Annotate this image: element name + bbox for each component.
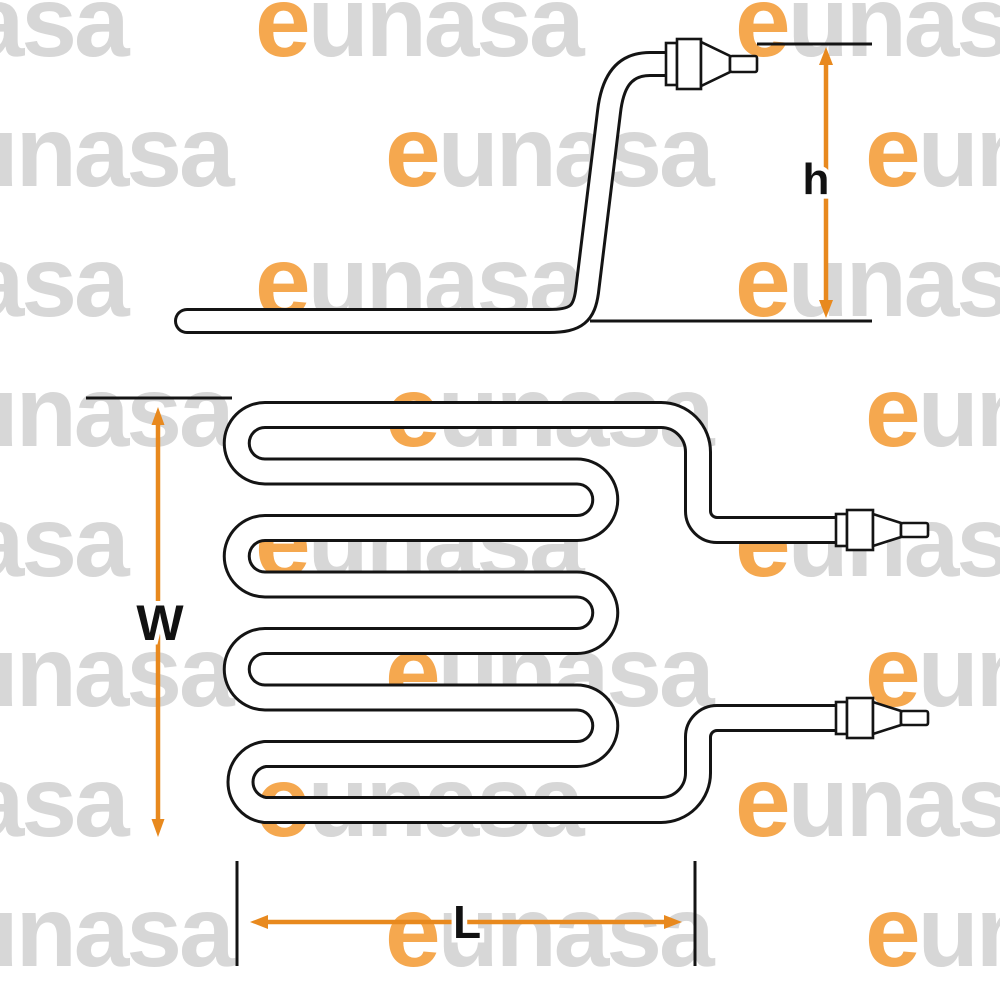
l-label: L	[453, 896, 481, 948]
dimension-h: h	[590, 42, 872, 323]
watermark-text: eunasa	[0, 0, 130, 78]
watermark-text: eunasa	[0, 96, 235, 208]
h-arrowhead-up	[819, 47, 833, 65]
side-tube-fill	[177, 54, 688, 331]
terminal-pin	[899, 521, 930, 539]
watermark-text: eunasa	[255, 0, 585, 78]
watermark-text: eunasa	[0, 226, 130, 338]
w-arrowhead-down	[151, 819, 165, 837]
w-label: W	[136, 595, 184, 651]
l-arrowhead-right	[664, 915, 682, 929]
watermark-text: eunasa	[735, 226, 1000, 338]
lower-terminal	[834, 696, 930, 740]
terminal-collar	[834, 700, 849, 736]
terminal-collar	[664, 41, 679, 87]
watermark-text: eunasa	[865, 356, 1000, 468]
h-label: h	[803, 155, 830, 204]
l-arrowhead-left	[250, 915, 268, 929]
watermark-text: eunasa	[385, 96, 715, 208]
terminal-ferrule	[675, 37, 703, 91]
terminal-ferrule	[845, 696, 875, 740]
watermark-text: eunasa	[385, 876, 715, 988]
side-view-element	[174, 37, 759, 334]
watermark-text: eunasa	[0, 876, 235, 988]
watermark-text: eunasa	[0, 356, 235, 468]
terminal-pin	[728, 54, 759, 74]
terminal-ferrule	[845, 508, 875, 552]
terminal-cone	[699, 39, 732, 89]
upper-terminal	[834, 508, 930, 552]
terminal-cone	[871, 700, 903, 736]
w-arrowhead-up	[151, 407, 165, 425]
watermark-text: eunasa	[735, 746, 1000, 858]
dimension-w: W	[86, 396, 232, 837]
terminal-pin	[899, 709, 930, 727]
watermark-text: eunasa	[0, 616, 235, 728]
plan-view-element	[222, 401, 930, 824]
watermark-text: eunasa	[0, 486, 130, 598]
terminal-cone	[871, 512, 903, 548]
watermark-text: eunasa	[865, 96, 1000, 208]
terminal-collar	[834, 512, 849, 548]
watermark-text: eunasa	[865, 876, 1000, 988]
serpentine-tube-fill	[225, 404, 846, 821]
h-arrowhead-down	[819, 300, 833, 318]
watermark-text: eunasa	[0, 746, 130, 858]
dimension-l: L	[235, 861, 697, 966]
